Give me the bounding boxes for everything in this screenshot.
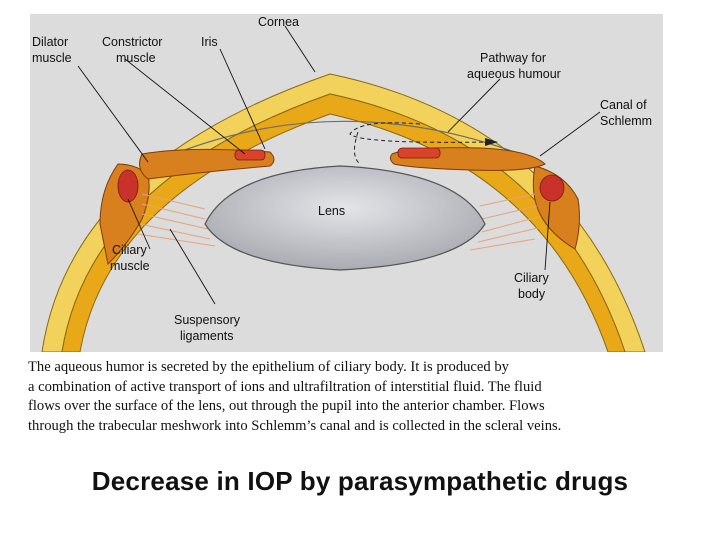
left-ciliary-muscle-red [117,169,139,203]
label-pathway-line1: Pathway for [480,51,546,65]
label-suspensory-line1: Suspensory [174,313,241,327]
caption-line-1: The aqueous humor is secreted by the epi… [28,359,509,375]
caption-line-3: flows over the surface of the lens, out … [28,398,545,414]
eye-anatomy-diagram: Lens Cornea Dilator muscle Constri [30,14,663,352]
label-canal-line1: Canal of [600,98,647,112]
aqueous-pathway-arrow-left [354,131,361,165]
right-ciliary-muscle-red [539,174,565,202]
label-constrictor-line2: muscle [116,51,156,65]
aqueous-pathway-arrowhead [485,138,498,146]
caption-paragraph: The aqueous humor is secreted by the epi… [28,358,698,436]
cornea-layer [149,120,521,165]
caption-line-4: through the trabecular meshwork into Sch… [28,417,562,434]
label-ciliary-body-line1: Ciliary [514,271,549,285]
left-constrictor-muscle [234,149,266,161]
label-suspensory-line2: ligaments [180,329,234,343]
slide-title: Decrease in IOP by parasympathetic drugs [91,466,629,496]
leader-lines [77,25,601,305]
lens [204,165,486,271]
label-dilator-line2: muscle [32,51,72,65]
caption-line-2: a combination of active transport of ion… [28,378,542,395]
suspensory-ligaments [137,193,539,251]
label-ciliary-muscle-line2: muscle [110,259,150,273]
label-canal-line2: Schlemm [600,114,652,128]
label-cornea: Cornea [258,15,299,29]
label-iris: Iris [201,35,218,49]
label-dilator-line1: Dilator [32,35,68,49]
label-pathway-line2: aqueous humour [467,67,561,81]
right-constrictor-muscle [397,147,441,159]
label-constrictor-line1: Constrictor [102,35,162,49]
eye-diagram-svg: Lens Cornea Dilator muscle Constri [32,15,652,352]
label-ciliary-body-line2: body [518,287,546,301]
label-lens: Lens [318,204,345,218]
label-ciliary-muscle-line1: Ciliary [112,243,147,257]
aqueous-pathway-arrow [349,122,491,143]
